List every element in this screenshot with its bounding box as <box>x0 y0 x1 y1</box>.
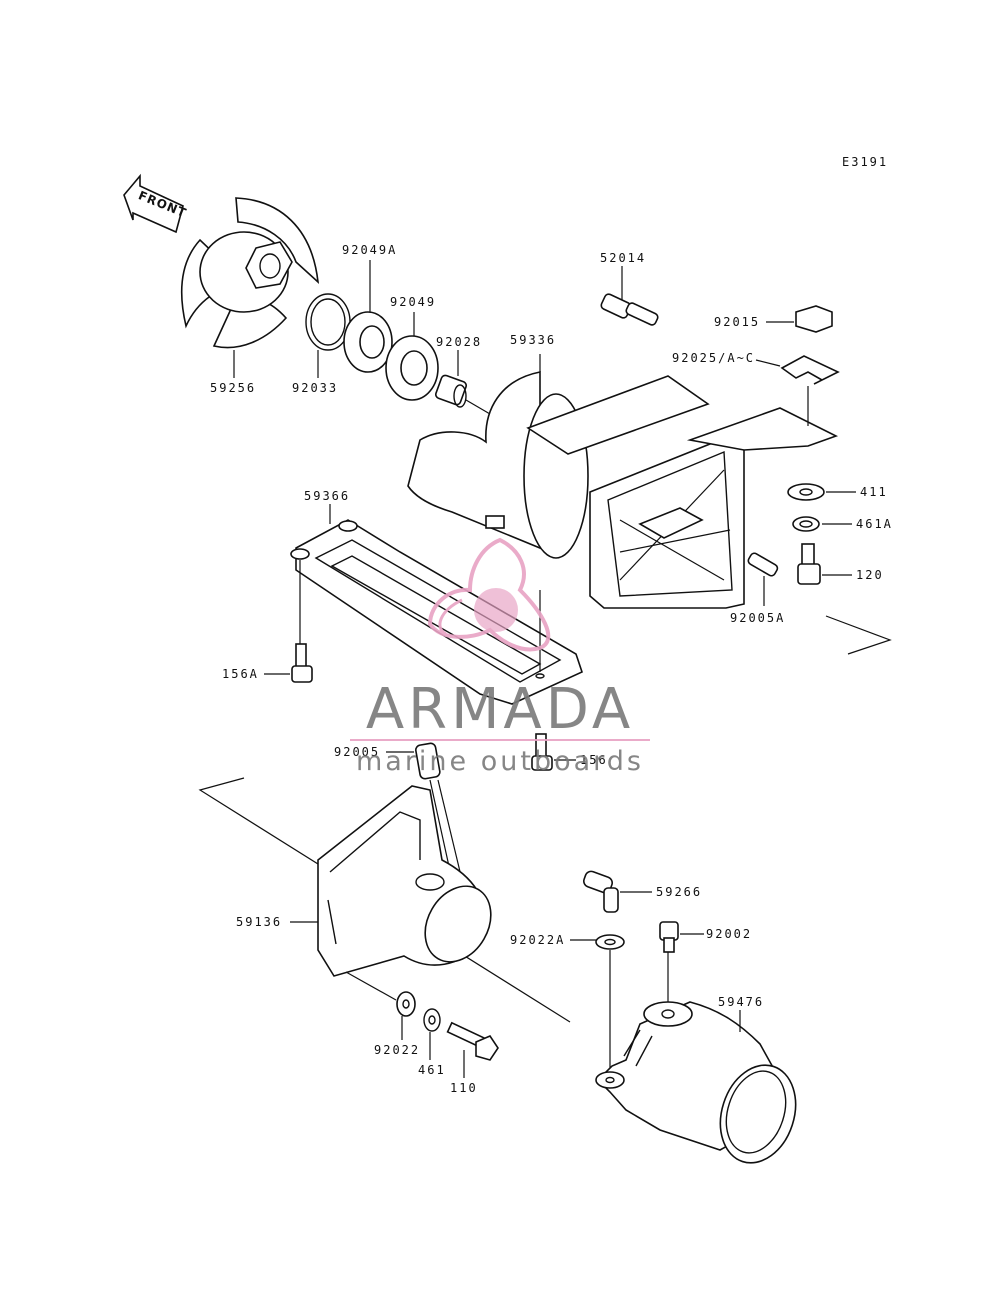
label-fitting: 52014 <box>600 251 646 265</box>
label-lockwasher-461a: 461A <box>856 517 893 531</box>
label-nozzle: 59476 <box>718 995 764 1009</box>
washer-411 <box>787 483 856 501</box>
label-bolt-110: 110 <box>450 1081 478 1095</box>
label-grease-nipple: 92005 <box>334 745 380 759</box>
label-fitting-59266: 59266 <box>656 885 702 899</box>
fitting <box>600 266 659 326</box>
armada-logo-icon <box>427 537 551 652</box>
nozzle <box>595 1001 797 1164</box>
watermark-brand: ARMADA <box>366 677 634 742</box>
label-bearing: 92049 <box>390 295 436 309</box>
nipple <box>747 552 779 606</box>
fitting-59266 <box>582 870 652 913</box>
collar <box>435 350 491 415</box>
label-collar: 92028 <box>436 335 482 349</box>
outlet-cover <box>290 785 492 1001</box>
label-lockwasher-461: 461 <box>418 1063 446 1077</box>
bolt-156a <box>264 643 313 683</box>
reference-line-upper <box>825 615 892 655</box>
label-bolt-92002: 92002 <box>706 927 752 941</box>
label-outlet-cover: 59136 <box>236 915 282 929</box>
label-nipple: 92005A <box>730 611 785 625</box>
lockwasher-461a <box>792 516 852 532</box>
label-washer-92022a: 92022A <box>510 933 565 947</box>
label-circlip: 92033 <box>292 381 338 395</box>
nut <box>766 305 833 333</box>
watermark-tagline: marine outboards <box>356 746 644 777</box>
label-bearing-a: 92049A <box>342 243 397 257</box>
lockwasher-461 <box>423 1008 441 1060</box>
bearing <box>385 312 439 401</box>
washer-92022 <box>396 991 416 1040</box>
impeller <box>180 197 320 378</box>
label-shim: 92025/A~C <box>672 351 755 365</box>
diagram-code: E3191 <box>842 155 888 169</box>
label-impeller: 59256 <box>210 381 256 395</box>
bolt-120 <box>797 543 852 585</box>
washer-92022a <box>570 934 625 1074</box>
bolt-92002 <box>659 921 704 1012</box>
front-arrow-icon: FRONT <box>123 173 189 234</box>
shim <box>755 355 840 426</box>
bearing-a <box>343 260 393 373</box>
label-stay-plate: 59366 <box>304 489 350 503</box>
label-washer-411: 411 <box>860 485 888 499</box>
armada-watermark: ARMADA marine outboards <box>350 537 650 777</box>
label-bolt-156a: 156A <box>222 667 259 681</box>
label-nut: 92015 <box>714 315 760 329</box>
label-bolt-156: 156 <box>580 753 608 767</box>
label-bolt-120: 120 <box>856 568 884 582</box>
pump-case <box>407 354 839 609</box>
circlip <box>305 293 351 378</box>
label-washer-92022: 92022 <box>374 1043 420 1057</box>
bolt-110 <box>446 1021 499 1078</box>
grease-nipple <box>386 742 463 881</box>
label-pump-case: 59336 <box>510 333 556 347</box>
bolt-156 <box>531 733 576 771</box>
